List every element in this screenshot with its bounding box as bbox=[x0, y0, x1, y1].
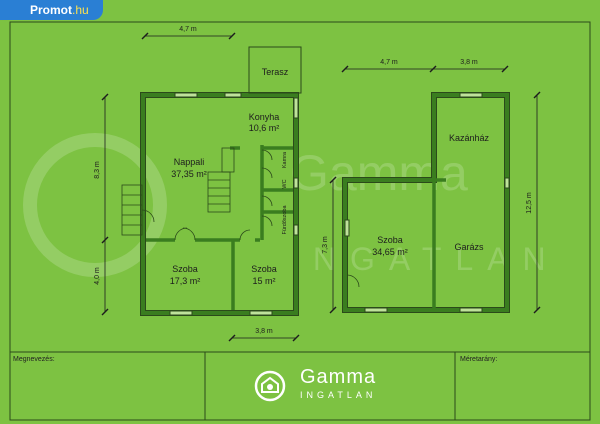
drawing-frame bbox=[9, 21, 591, 421]
dim-bottom-center: 3,8 m bbox=[255, 328, 273, 335]
svg-text:Gamma: Gamma bbox=[290, 145, 468, 201]
room-szoba-3: Szoba bbox=[377, 235, 403, 245]
promot-badge[interactable]: Promot.hu bbox=[0, 0, 103, 20]
interior-walls bbox=[146, 145, 293, 310]
megnevezes-label: Megnevezés: bbox=[13, 356, 55, 363]
terrace-outline bbox=[248, 46, 302, 94]
dim-right-mid: 7,3 m bbox=[322, 236, 329, 254]
dim-top-left: 4,7 m bbox=[179, 26, 197, 33]
right-building-outline bbox=[342, 92, 510, 313]
room-kazanhaz: Kazánház bbox=[449, 133, 490, 143]
windows-left bbox=[169, 92, 299, 316]
right-interior-walls bbox=[432, 178, 446, 310]
room-garazs: Garázs bbox=[454, 242, 484, 252]
room-terasz: Terasz bbox=[262, 67, 289, 77]
room-konyha: Konyha bbox=[249, 112, 280, 122]
doors-right bbox=[346, 274, 360, 288]
room-szoba-3-area: 34,65 m² bbox=[372, 247, 408, 257]
room-szoba-2-area: 15 m² bbox=[252, 276, 275, 286]
dim-top-right-b: 3,8 m bbox=[460, 59, 478, 66]
room-szoba-1-area: 17,3 m² bbox=[170, 276, 201, 286]
doors-left bbox=[141, 149, 273, 241]
gamma-logo-icon bbox=[254, 370, 286, 402]
meretarany-label: Méretarány: bbox=[460, 356, 498, 363]
logo-sub-text: INGATLAN bbox=[300, 390, 377, 400]
room-konyha-area: 10,6 m² bbox=[249, 123, 280, 133]
badge-main: Promot bbox=[30, 3, 72, 17]
badge-suffix: .hu bbox=[72, 3, 89, 17]
room-furdoszoba: Fürdőszoba bbox=[282, 205, 288, 235]
logo-main-text: Gamma bbox=[300, 366, 377, 388]
room-szoba-1: Szoba bbox=[172, 264, 198, 274]
svg-text:INGATLAN: INGATLAN bbox=[290, 241, 560, 277]
dimension-ticks bbox=[101, 32, 541, 342]
dim-right-far: 12,5 m bbox=[526, 192, 533, 214]
dimension-lines bbox=[104, 35, 538, 339]
room-kamra: Kamra bbox=[282, 151, 288, 168]
dim-left-upper: 8,3 m bbox=[94, 161, 101, 179]
room-nappali-area: 37,35 m² bbox=[171, 169, 207, 179]
room-szoba-2: Szoba bbox=[251, 264, 277, 274]
windows-right bbox=[344, 92, 510, 313]
room-nappali: Nappali bbox=[174, 157, 205, 167]
title-block bbox=[10, 351, 590, 420]
left-building-outline bbox=[140, 92, 299, 316]
right-building-walls bbox=[342, 92, 510, 313]
left-building-walls bbox=[140, 92, 299, 316]
dim-left-lower: 4,0 m bbox=[94, 267, 101, 285]
dim-top-right-a: 4,7 m bbox=[380, 59, 398, 66]
room-wc: WC bbox=[282, 179, 288, 188]
